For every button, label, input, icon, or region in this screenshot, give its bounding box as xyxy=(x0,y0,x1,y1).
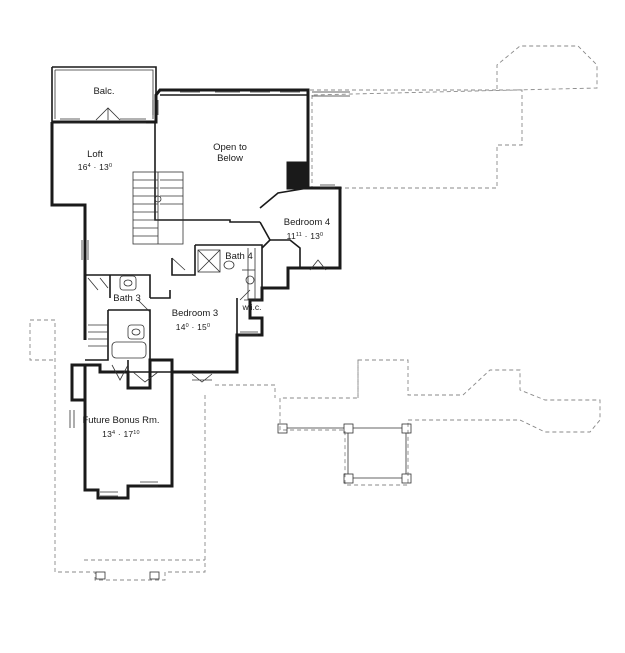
dim-separator: · xyxy=(93,162,97,172)
room-label-balcony: Balc. xyxy=(93,86,115,97)
room-label-bath-3: Bath 3 xyxy=(113,293,141,304)
fixtures xyxy=(111,248,262,359)
dim-separator: · xyxy=(304,231,308,241)
room-label-open-to-below-line2: Below xyxy=(217,153,243,164)
dim-separator: · xyxy=(191,322,195,332)
room-label-bedroom-3: Bedroom 3 xyxy=(171,308,219,319)
windows xyxy=(60,91,350,497)
dim-separator: · xyxy=(117,429,121,439)
room-dims-bedroom-3: 140 · 150 xyxy=(175,322,211,332)
room-label-future-bonus: Future Bonus Rm. xyxy=(82,415,160,426)
room-dims-loft: 164 · 130 xyxy=(77,162,113,172)
room-dims-bedroom-4: 1111 · 130 xyxy=(286,231,324,241)
room-label-bedroom-4: Bedroom 4 xyxy=(283,217,331,228)
room-label-wic: w.i.c. xyxy=(242,302,262,312)
interior-walls xyxy=(85,94,308,388)
room-label-bath-4: Bath 4 xyxy=(225,251,253,262)
staircase xyxy=(88,171,184,347)
porch-posts xyxy=(95,423,412,580)
room-label-open-to-below-line1: Open to xyxy=(213,142,247,153)
room-label-loft: Loft xyxy=(87,149,103,160)
room-dims-future-bonus: 134 · 1710 xyxy=(102,429,140,439)
roof-outline-dashed xyxy=(29,45,601,581)
